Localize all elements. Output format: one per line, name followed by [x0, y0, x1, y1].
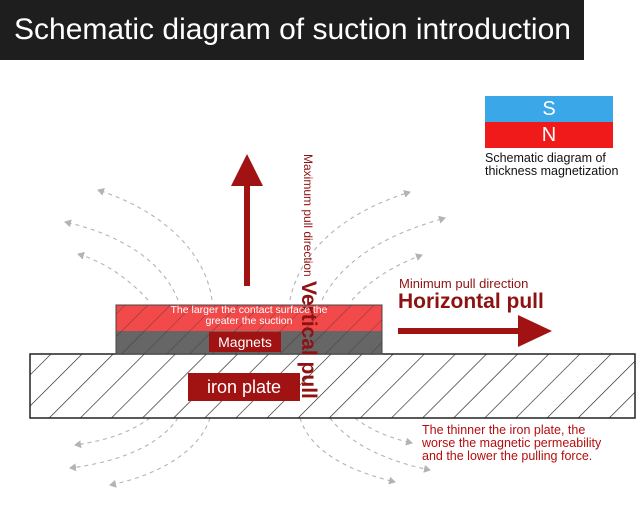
note-line1: The thinner the iron plate, the [422, 423, 586, 437]
note-line3: and the lower the pulling force. [422, 449, 593, 463]
legend-north-pole: N [485, 122, 613, 148]
field-line [64, 219, 179, 301]
field-line [289, 189, 411, 301]
field-line [321, 215, 446, 301]
magnets-label: Magnets [209, 332, 281, 352]
iron-plate [29, 353, 636, 419]
field-line [109, 417, 211, 488]
field-line [329, 417, 431, 473]
vertical-pull-title: Vertical pull [297, 281, 320, 400]
vertical-arrow [231, 154, 263, 286]
iron-plate-label: iron plate [188, 373, 300, 401]
contact-surface-note: The larger the contact surface the great… [116, 305, 382, 327]
horizontal-pull-caption: Minimum pull direction [399, 276, 529, 291]
field-line [97, 188, 213, 301]
legend-south-pole: S [485, 96, 613, 122]
legend-caption-line2: thickness magnetization [485, 164, 619, 178]
field-line [351, 253, 423, 301]
legend-caption-line1: Schematic diagram of [485, 151, 606, 165]
field-lines-upper [64, 188, 446, 301]
vertical-pull-label: Maximum pull direction Vertical pull [296, 154, 320, 399]
note-line2: worse the magnetic permeability [422, 436, 602, 450]
thickness-note: The thinner the iron plate, the worse th… [422, 424, 601, 463]
legend-caption: Schematic diagram of thickness magnetiza… [485, 152, 618, 178]
page-title: Schematic diagram of suction introductio… [14, 13, 571, 46]
horizontal-arrow [398, 315, 552, 347]
title-bar: Schematic diagram of suction introductio… [0, 0, 584, 60]
field-line [77, 251, 149, 301]
contact-note-line1: The larger the contact surface the [170, 304, 328, 316]
field-line [69, 417, 179, 472]
horizontal-pull-title: Horizontal pull [398, 290, 544, 313]
field-line [74, 417, 151, 449]
field-line [354, 417, 413, 446]
field-lines-lower [69, 417, 431, 488]
field-line [299, 417, 396, 485]
contact-note-line2: greater the suction [205, 315, 293, 327]
vertical-pull-caption: Maximum pull direction [301, 154, 315, 277]
